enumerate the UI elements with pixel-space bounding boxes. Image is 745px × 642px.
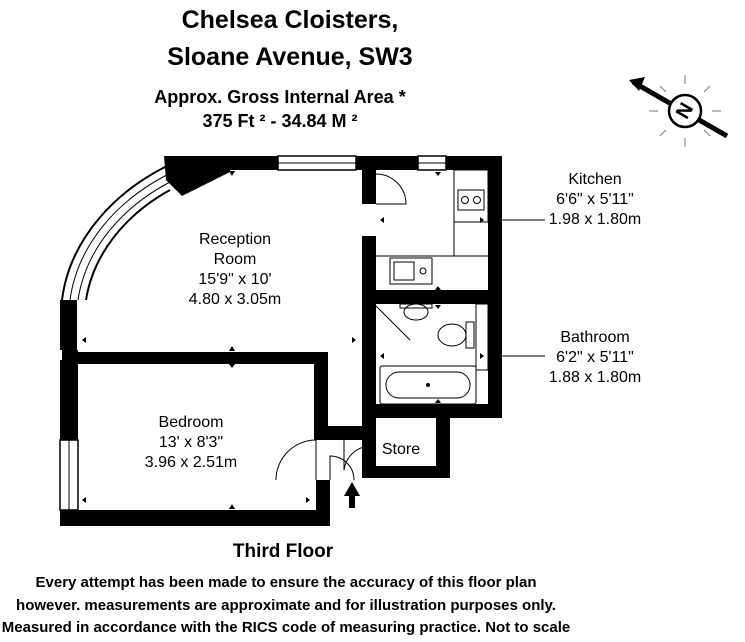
- kitchen-imperial: 6'6" x 5'11": [556, 191, 634, 208]
- bay-wall-top: [164, 156, 230, 196]
- kitchen-name: Kitchen: [568, 171, 622, 188]
- bedroom-top-wall: [78, 352, 326, 364]
- store-label: Store: [378, 440, 424, 460]
- wall-top-mid: [356, 156, 418, 170]
- kitchen-label: Kitchen 6'6" x 5'11" 1.98 x 1.80m: [545, 170, 645, 230]
- toilet-icon: [437, 323, 467, 347]
- toilet-cistern: [465, 321, 475, 349]
- bay-window: [61, 159, 181, 301]
- reception-label: Reception Room 15'9" x 10' 4.80 x 3.05m: [180, 230, 290, 310]
- store-right-wall: [436, 418, 450, 476]
- kitchen-bathroom-wall: [362, 290, 488, 304]
- bedroom-door-swing: [275, 439, 317, 481]
- wall-top-right: [446, 156, 488, 170]
- store-name: Store: [381, 441, 421, 458]
- bathroom-name: Bathroom: [560, 329, 630, 346]
- disclaimer-line2: however. measurements are approximate an…: [16, 597, 556, 614]
- bedroom-metric: 3.96 x 2.51m: [144, 454, 238, 471]
- store-door-swing: [343, 440, 369, 471]
- bathroom-metric: 1.88 x 1.80m: [548, 369, 642, 386]
- hall-wall: [328, 426, 362, 440]
- store-bottom-wall: [362, 466, 450, 478]
- bedroom-right-wall-lower: [316, 480, 330, 526]
- reception-name-line1: Reception: [198, 231, 272, 248]
- sink-icon: [389, 257, 433, 285]
- bedroom-bottom-wall: [60, 510, 330, 526]
- bedroom-left-wall-upper: [60, 360, 78, 440]
- dimension-markers: [82, 171, 484, 509]
- kitchen-right-wall: [488, 156, 502, 304]
- kitchen-partition-lower: [362, 236, 376, 298]
- bath-icon: [379, 365, 477, 405]
- bay-wall-left: [60, 300, 77, 350]
- disclaimer-line1: Every attempt has been made to ensure th…: [35, 574, 537, 591]
- bathroom-towel-rail: [475, 303, 489, 371]
- kitchen-metric: 1.98 x 1.80m: [548, 211, 642, 228]
- wall-top-left: [230, 156, 278, 170]
- area-label: Approx. Gross Internal Area *: [154, 87, 406, 107]
- property-title-line2: Sloane Avenue, SW3: [167, 43, 413, 71]
- reception-name-line2: Room: [213, 251, 257, 268]
- bedroom-label: Bedroom 13' x 8'3" 3.96 x 2.51m: [136, 413, 246, 473]
- bedroom-right-wall: [314, 352, 328, 440]
- bathroom-left-wall: [362, 304, 376, 414]
- bedroom-name: Bedroom: [158, 414, 224, 431]
- bathroom-imperial: 6'2" x 5'11": [556, 349, 634, 366]
- bedroom-imperial: 13' x 8'3": [158, 434, 224, 451]
- bathroom-label: Bathroom 6'2" x 5'11" 1.88 x 1.80m: [545, 328, 645, 388]
- floor-label: Third Floor: [232, 541, 334, 562]
- bathroom-bottom-wall: [362, 404, 502, 418]
- bathroom-right-wall: [488, 304, 502, 414]
- reception-metric: 4.80 x 3.05m: [188, 291, 282, 308]
- property-title-line1: Chelsea Cloisters,: [181, 6, 399, 34]
- entrance-door-swing: [329, 455, 355, 481]
- disclaimer-line3: Measured in accordance with the RICS cod…: [1, 619, 571, 636]
- area-value: 375 Ft ² - 34.84 M ²: [202, 111, 358, 131]
- basin-icon: [403, 303, 429, 321]
- hob-icon: [457, 189, 485, 211]
- kitchen-partition-upper: [362, 170, 376, 204]
- entrance-arrow-icon: [344, 482, 360, 508]
- kitchen-counter: [453, 169, 489, 223]
- reception-imperial: 15'9" x 10': [198, 271, 272, 288]
